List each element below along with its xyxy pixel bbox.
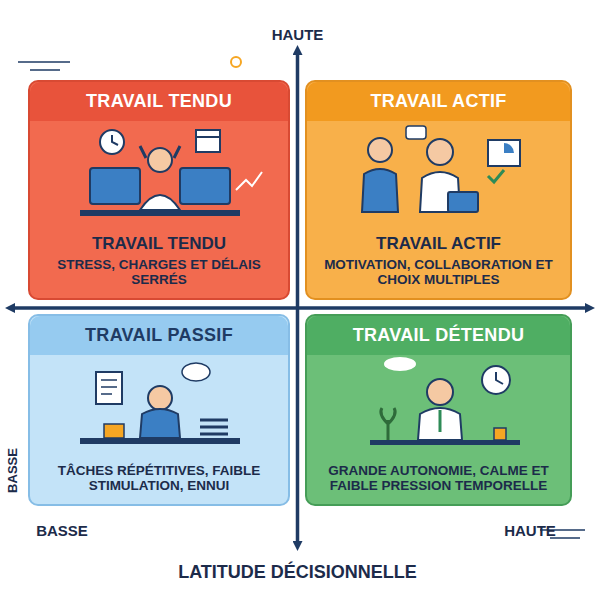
deco-dot [231,57,241,67]
quadrant-heading: TRAVAIL DÉTENDU [307,316,570,355]
quadrant-heading: TRAVAIL ACTIF [307,82,570,121]
axis-down [296,300,300,546]
axis-low-label: BASSE [36,522,88,539]
quadrant-box: TRAVAIL DÉTENDU GRANDE AUTONOMIE, CALME E… [305,314,572,506]
quadrant-description: GRANDE AUTONOMIE, CALME ET FAIBLE PRESSI… [317,463,560,494]
boredom-illustration [80,363,240,444]
collaboration-illustration [362,126,520,212]
quadrant-title: TRAVAIL ACTIF [317,234,560,254]
quadrant-box: TRAVAIL TENDU TRAVAIL TENDU STRESS, CHARGE… [28,80,290,300]
stress-illustration [80,130,262,216]
axis-high-label: HAUTE [272,26,324,43]
quadrant-description: MOTIVATION, COLLABORATION ET CHOIX MULTI… [317,257,560,288]
axis-low-label: BASSE [5,448,20,493]
axis-up [296,50,300,300]
axis-high-label: HAUTE [504,522,556,539]
quadrant-heading: TRAVAIL PASSIF [30,316,288,355]
axis-title: LATITUDE DÉCISIONNELLE [178,562,417,583]
quadrant-heading: TRAVAIL TENDU [30,82,288,121]
quadrant-body: GRANDE AUTONOMIE, CALME ET FAIBLE PRESSI… [307,459,570,504]
quadrant-body: TÂCHES RÉPÉTITIVES, FAIBLE STIMULATION, … [30,459,288,504]
quadrant-box: TRAVAIL ACTIF TRAVAIL ACTIF MOTIVATION, CO… [305,80,572,300]
quadrant-box: TRAVAIL PASSIF TÂCHES RÉPÉTITIVES, FAIBLE… [28,314,290,506]
calm-illustration [370,357,520,445]
quadrant-body: TRAVAIL ACTIF MOTIVATION, COLLABORATION E… [307,230,570,298]
quadrant-description: STRESS, CHARGES ET DÉLAIS SERRÉS [40,257,278,288]
axis-right [298,306,591,310]
deco-lines [18,62,70,70]
quadrant-title: TRAVAIL TENDU [40,234,278,254]
axis-left [10,306,298,310]
quadrant-description: TÂCHES RÉPÉTITIVES, FAIBLE STIMULATION, … [40,463,278,494]
quadrant-body: TRAVAIL TENDU STRESS, CHARGES ET DÉLAIS S… [30,230,288,298]
